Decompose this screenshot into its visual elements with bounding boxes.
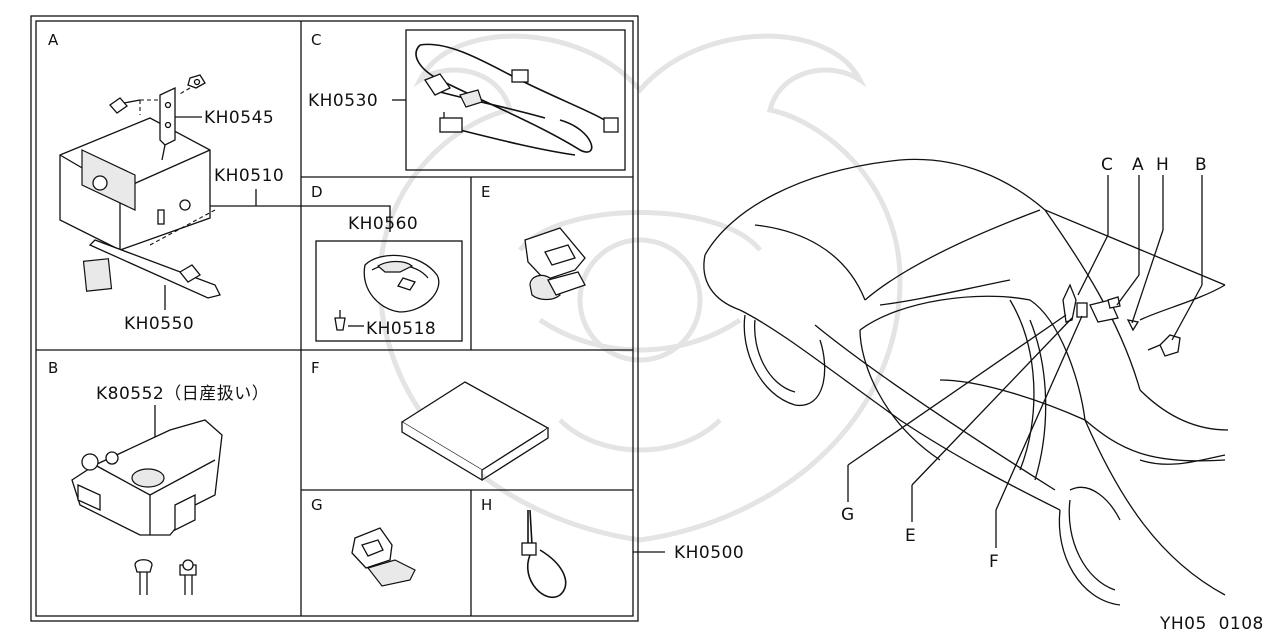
part-code-kh0500: KH0500 (674, 543, 744, 563)
parts-panel-inner-frame (35, 20, 634, 617)
cell-label-g: G (311, 496, 323, 514)
car-callout-g: G (841, 505, 854, 525)
parts-panel-frame (30, 15, 639, 622)
cell-e-clip (524, 227, 586, 301)
cell-label-c: C (311, 31, 321, 49)
cell-label-f: F (311, 359, 320, 377)
cell-label-b: B (48, 359, 58, 377)
parts-grid (36, 21, 633, 616)
car-callout-c: C (1101, 155, 1113, 175)
car-callout-f: F (989, 552, 999, 572)
part-code-kh0530: KH0530 (308, 91, 378, 111)
cell-label-h: H (481, 496, 492, 514)
cell-d-frame (315, 240, 463, 342)
car-callout-leaders (847, 175, 1203, 548)
cell-label-d: D (311, 183, 323, 201)
car-illustration (703, 158, 1229, 606)
cell-a-control-unit (59, 74, 221, 299)
part-code-kh0560: KH0560 (348, 214, 418, 234)
cell-h-cable-tie (521, 509, 567, 598)
part-code-kh0518: KH0518 (366, 319, 436, 339)
car-callout-h: H (1156, 155, 1169, 175)
watermark-emblem (377, 33, 903, 543)
diagram-code: YH05 0108 (1159, 614, 1264, 633)
cell-label-a: A (48, 31, 59, 49)
car-callout-b: B (1195, 155, 1207, 175)
cell-c-wire-harness (415, 43, 619, 156)
car-callout-a: A (1132, 155, 1144, 175)
cell-b-actuator (71, 419, 223, 595)
part-code-kh0550: KH0550 (124, 314, 194, 334)
cell-label-e: E (481, 183, 490, 201)
cell-f-pad (400, 381, 550, 482)
part-code-kh0510: KH0510 (214, 166, 284, 186)
part-code-kh0545: KH0545 (204, 108, 274, 128)
part-code-k80552: K80552（日産扱い） (96, 384, 269, 404)
cell-d-key-fob (334, 254, 440, 331)
cell-g-clamp (351, 527, 416, 587)
car-callout-e: E (905, 526, 916, 546)
leader-kh0510 (210, 189, 391, 232)
